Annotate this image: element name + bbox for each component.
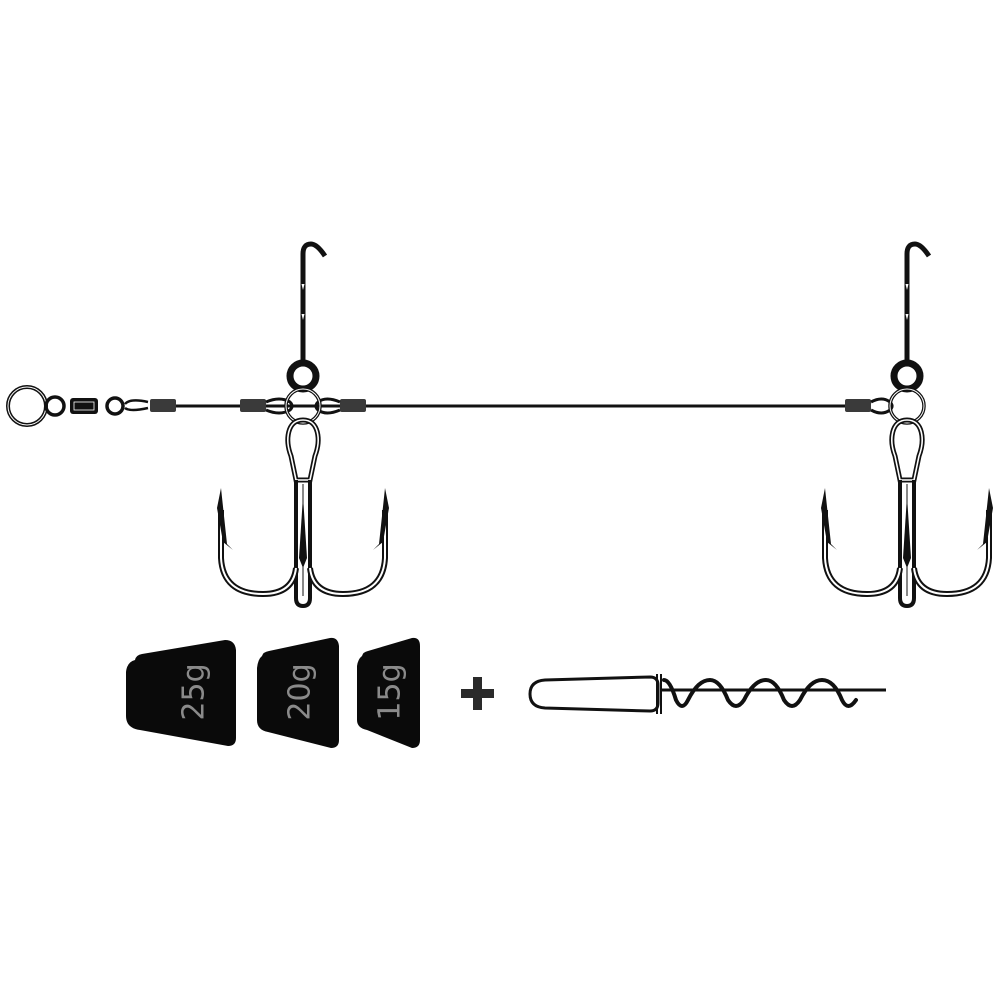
- weight-25g: 25g: [126, 640, 236, 746]
- split-ring-icon: [6, 385, 48, 427]
- swivel-icon: [44, 395, 149, 417]
- front-treble-hook-icon: [217, 420, 389, 606]
- rear-bait-hook-icon: [894, 244, 929, 389]
- crimp-sleeve: [150, 399, 176, 412]
- weight-15g: 15g: [357, 637, 420, 748]
- plus-icon: [461, 677, 494, 710]
- weight-label: 20g: [283, 663, 318, 720]
- crimp-sleeve: [240, 399, 266, 412]
- weight-20g: 20g: [257, 637, 339, 748]
- weight-label: 25g: [177, 663, 212, 720]
- weight-label: 15g: [373, 663, 408, 720]
- wire-loop: [265, 397, 294, 415]
- front-bait-hook-icon: [290, 244, 325, 389]
- corkscrew-icon: [528, 674, 886, 714]
- wire-loop: [314, 397, 341, 415]
- wire-loop: [870, 397, 894, 415]
- rear-treble-hook-icon: [821, 420, 993, 606]
- crimp-sleeve: [340, 399, 366, 412]
- crimp-sleeve: [845, 399, 871, 412]
